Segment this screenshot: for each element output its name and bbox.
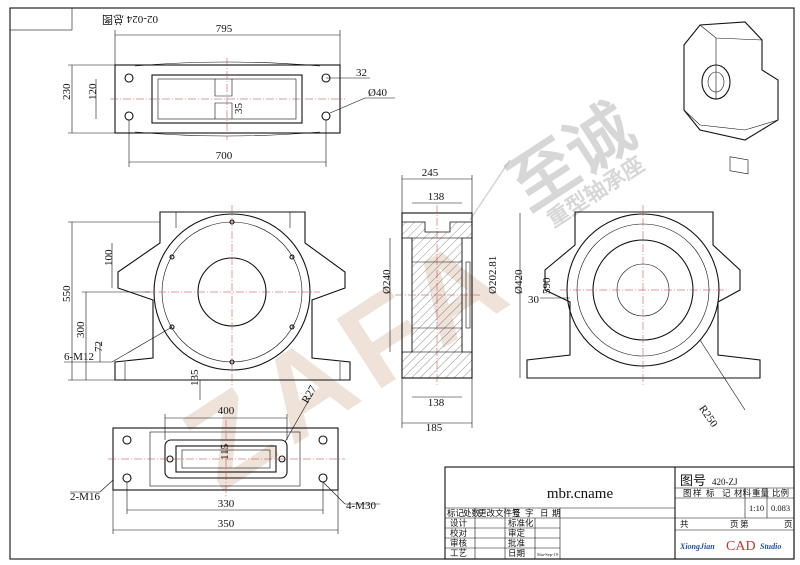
dim-top-inner: 120 — [87, 83, 99, 100]
front-view: 550 300 100 72 6-M12 135 — [61, 205, 351, 400]
dim-bottom-thread-left: 2-M16 — [70, 491, 100, 503]
studio-right: Studio — [760, 542, 781, 551]
sign-h6: 日 — [540, 508, 549, 518]
watermark: ZAFA 至诚 重型轴承座 — [162, 89, 649, 515]
dim-side-bore-left: Ø240 — [381, 269, 393, 294]
dim-top-bolt-offset: 32 — [356, 67, 367, 79]
corner-label-box — [9, 7, 73, 31]
hdr-3: 标 — [706, 488, 715, 498]
dim-right-radius: R250 — [696, 403, 720, 430]
sign-r3a: 审核 — [450, 538, 468, 548]
title-block: mbr.cname 图号 420-ZJ 图 样 标 记 材料 重量 比例 1:1… — [444, 466, 795, 560]
isometric-view — [683, 21, 779, 175]
side-section-view: 245 138 Ø240 Ø202.81 Ø420 590 138 185 — [381, 167, 553, 434]
hdr-1: 图 — [683, 488, 692, 498]
hdr-5: 材料 — [734, 488, 752, 498]
dim-front-axis: 300 — [75, 321, 87, 338]
dim-front-thread: 6-M12 — [64, 351, 94, 363]
top-view: 795 700 230 120 35 32 Ø40 — [61, 23, 395, 167]
bottom-view: 400 R27 115 330 350 2-M16 4-M30 — [70, 383, 380, 534]
dim-bottom-thread-right: 4-M30 — [346, 500, 376, 512]
sign-h3: 更改文件号 — [478, 508, 521, 518]
dim-front-height: 550 — [61, 285, 73, 302]
scale-value: 1:10 — [749, 503, 764, 513]
sheet-1: 共 — [680, 519, 689, 529]
dim-bottom-width: 400 — [218, 405, 235, 417]
sign-h1: 标记 — [447, 508, 465, 518]
sheet-2: 页 — [730, 519, 739, 529]
weight-value: 0.083 — [771, 503, 790, 513]
dim-side-inner-top: 138 — [428, 191, 445, 203]
sign-h2: 处数 — [463, 508, 481, 518]
dim-bottom-inner: 115 — [219, 443, 231, 460]
date-value: Sha-Sep-19 — [537, 552, 559, 557]
sign-h7: 期 — [552, 508, 561, 518]
title-name: mbr.cname — [547, 486, 614, 502]
sheet-4: 页 — [784, 519, 793, 529]
dim-bottom-span-a: 330 — [218, 498, 235, 510]
sheet-border — [9, 7, 795, 560]
sign-r4b: 日期 — [508, 548, 525, 558]
drawing-no: 420-ZJ — [712, 477, 738, 487]
dim-top-width: 795 — [216, 23, 233, 35]
dim-top-slot: 35 — [233, 103, 245, 115]
dim-front-base: 135 — [189, 369, 201, 386]
dim-top-bolt-dia: Ø40 — [368, 87, 387, 99]
dim-front-foot: 72 — [93, 341, 105, 352]
sheet-3: 第 — [740, 519, 749, 529]
dim-right-wall: 30 — [528, 294, 540, 306]
dim-side-bore-right: Ø420 — [513, 269, 525, 294]
drawing-no-label: 图号 — [680, 473, 706, 488]
sign-r1b: 标准化 — [508, 518, 534, 528]
dim-top-hole-span: 700 — [216, 150, 233, 162]
hdr-6: 重量 — [752, 488, 770, 498]
sign-h5: 字 — [525, 508, 534, 518]
dim-side-bore-mid: Ø202.81 — [487, 256, 499, 294]
dim-bottom-span-b: 350 — [218, 518, 235, 530]
sign-r1a: 设计 — [450, 518, 468, 528]
sign-r2b: 审定 — [508, 528, 526, 538]
watermark-slash — [469, 159, 511, 221]
sign-r2a: 校对 — [450, 528, 468, 538]
hdr-4: 记 — [722, 488, 731, 498]
hdr-2: 样 — [693, 488, 702, 498]
watermark-logo: ZAFA — [162, 206, 538, 515]
corner-label: 02-024 总图 — [102, 13, 158, 27]
hdr-7: 比例 — [772, 488, 789, 498]
studio-mid: CAD — [726, 539, 756, 554]
dim-side-inner-bottom: 138 — [428, 397, 445, 409]
dim-top-height: 230 — [61, 83, 73, 100]
sign-r4a: 工艺 — [450, 548, 467, 558]
dim-side-base: 185 — [426, 422, 443, 434]
dim-front-rib: 100 — [103, 249, 115, 266]
dim-side-height: 590 — [541, 277, 553, 294]
dim-side-width: 245 — [422, 167, 439, 179]
studio-left: XiongJian — [679, 542, 715, 551]
sign-h4: 签 — [512, 508, 521, 518]
right-view: 30 R250 — [526, 205, 761, 430]
sign-r3b: 批准 — [508, 538, 526, 548]
